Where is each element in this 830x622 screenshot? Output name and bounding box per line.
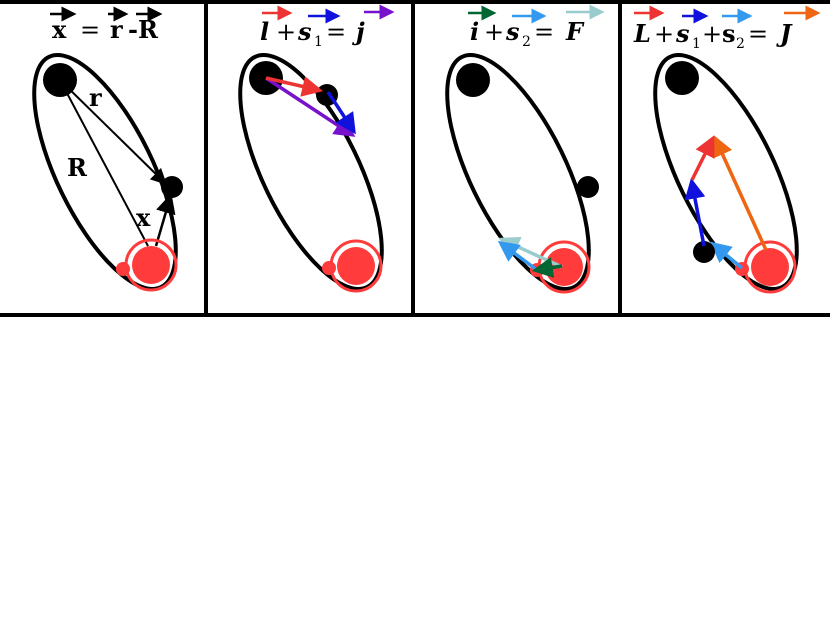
panel-1-red-body xyxy=(132,246,170,284)
panel-3-s2-arrow xyxy=(497,240,539,272)
eq1-minus: - xyxy=(128,15,138,44)
panel-3-black-body-large xyxy=(456,63,490,97)
eq4-sub-2: 2 xyxy=(736,36,745,52)
eq4-plus-1: + xyxy=(654,20,674,48)
panel-3-equation: i + s 2 = F xyxy=(470,17,585,52)
panel-4-equation: L + s 1 + s 2 = J xyxy=(633,19,793,54)
eq3-F: F xyxy=(565,17,585,46)
panel-4-orbit-ellipse xyxy=(653,53,799,291)
eq4-plus-2: + xyxy=(702,20,722,48)
panel-3-black-body-small xyxy=(577,176,599,198)
eq3-i: i xyxy=(470,17,479,46)
eq3-sub-2: 2 xyxy=(522,34,531,50)
eq4-equals: = xyxy=(748,20,768,48)
panel-4-red-body xyxy=(751,248,789,286)
eq1-R: R xyxy=(138,15,159,44)
eq2-j: j xyxy=(352,17,365,46)
panel-2: l + s 1 = j xyxy=(238,4,395,293)
panel-4-s1-arrow xyxy=(684,177,706,247)
panel-4: L + s 1 + s 2 = J xyxy=(633,5,821,294)
panel-1-red-companion xyxy=(116,262,130,276)
eq4-s1: s xyxy=(675,19,690,48)
eq4-J: J xyxy=(776,19,793,48)
panel-4-J-arrow xyxy=(712,135,768,251)
panel-2-red-body xyxy=(337,247,375,285)
eq4-L: L xyxy=(633,19,651,48)
panel-1-black-body-large xyxy=(43,63,77,97)
panel-2-red-companion xyxy=(322,261,336,275)
panel-1-R-line xyxy=(59,79,149,247)
panel-2-equation: l + s 1 = j xyxy=(260,17,365,52)
panel-3-red-body xyxy=(545,248,583,286)
panel-4-black-body-large xyxy=(665,61,699,95)
eq4-s2: s xyxy=(722,19,736,48)
panel-3-orbit-ellipse xyxy=(445,53,591,291)
panel-4-black-body-small xyxy=(693,241,715,263)
label-r: r xyxy=(89,83,102,112)
eq2-s: s xyxy=(297,17,312,46)
eq2-sub-1: 1 xyxy=(314,34,323,50)
eq2-l: l xyxy=(260,17,269,46)
eq2-plus: + xyxy=(276,18,296,46)
panel-1-black-body-small xyxy=(161,176,183,198)
eq3-s: s xyxy=(505,17,520,46)
panel-3-i-arrow xyxy=(531,257,563,278)
eq1-equals: = xyxy=(80,16,100,44)
label-x: x xyxy=(136,203,151,232)
panel-1-x-arrow xyxy=(154,193,176,247)
panel-4-L-arrow xyxy=(690,135,715,181)
eq4-sub-1: 1 xyxy=(692,36,701,52)
panel-1: x = r - R r R x xyxy=(32,6,183,292)
eq2-equals: = xyxy=(326,18,346,46)
panel-1-equation: x = r - R xyxy=(52,15,159,44)
panel-4-s2-arrow xyxy=(709,241,744,270)
eq1-r: r xyxy=(110,15,123,44)
label-R: R xyxy=(67,153,88,182)
panel-frame xyxy=(0,0,830,317)
eq1-x: x xyxy=(52,15,67,44)
eq3-plus: + xyxy=(484,18,504,46)
panel-1-r-arrow xyxy=(59,79,167,185)
eq3-equals: = xyxy=(534,18,554,46)
panel-3: i + s 2 = F xyxy=(445,4,605,294)
panel-2-s1-arrow xyxy=(326,91,356,135)
panel-2-l-arrow xyxy=(265,76,324,97)
